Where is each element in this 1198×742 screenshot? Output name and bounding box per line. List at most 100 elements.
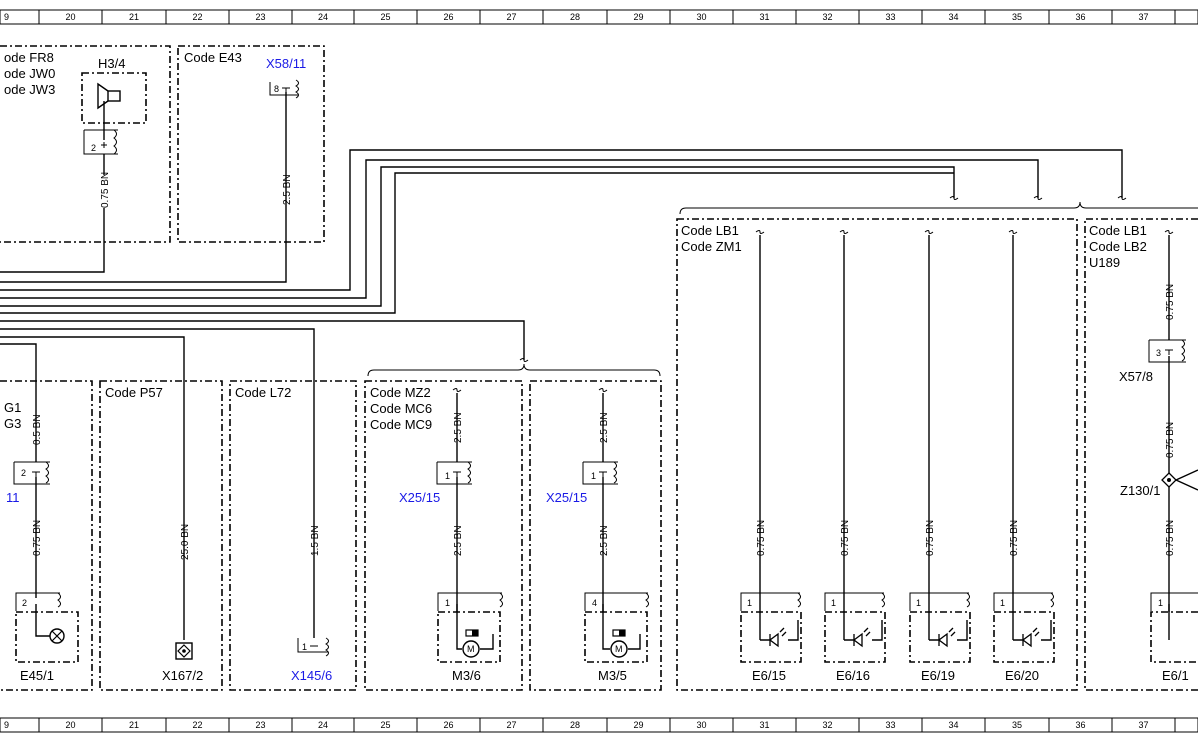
block-h34-frame (0, 45, 171, 243)
m36-top-wire-label: 2.5 BN (453, 412, 464, 443)
grid-column-label: 36 (1076, 12, 1086, 22)
e6-19-connector-icon (909, 592, 970, 611)
e6-19-wire-break (924, 230, 934, 234)
z130-1-splice-icon (1161, 469, 1198, 491)
code-jw0: ode JW0 (4, 66, 55, 81)
m35-connector-icon: 4 (584, 592, 649, 611)
grid-column-label: 33 (886, 12, 896, 22)
e6-16-wire-break (839, 230, 849, 234)
grid-column-label: 26 (444, 12, 454, 22)
x145-6-label: X145/6 (291, 668, 332, 683)
left-top-wire-label: 0.5 BN (32, 414, 43, 445)
e6-19-led-icon (937, 627, 956, 648)
grid-column-label: 30 (697, 12, 707, 22)
x57-8-label: X57/8 (1119, 369, 1153, 384)
grid-column-label: 28 (570, 720, 580, 730)
x58-wire-label: 2.5 BN (282, 174, 293, 205)
wire-break-marks (519, 196, 1127, 362)
h34-component-frame (81, 72, 147, 124)
block-e43-frame (177, 45, 325, 243)
e6-15-pin: 1 (747, 598, 752, 608)
code-u189: U189 (1089, 255, 1120, 270)
x58-11-label: X58/11 (266, 56, 306, 71)
e45-connector-icon: 2 (15, 592, 61, 611)
x58-pin: 8 (274, 84, 279, 94)
z130-1-label: Z130/1 (1120, 483, 1160, 498)
e6p-pin: 1 (1158, 598, 1163, 608)
speaker-icon (97, 82, 121, 110)
code-jw3: ode JW3 (4, 82, 55, 97)
block-m35-frame (529, 380, 662, 691)
e6-16-internal-wire (843, 604, 883, 641)
grid-column-label: 26 (444, 720, 454, 730)
h34-label: H3/4 (98, 56, 125, 71)
bus-wires (0, 149, 1123, 640)
left-conn-pin: 2 (21, 468, 26, 478)
grid-column-label: 37 (1139, 720, 1149, 730)
e6-20-connector-icon (993, 592, 1054, 611)
grid-column-label: 31 (760, 720, 770, 730)
x167-ground-icon (175, 642, 193, 660)
grid-column-label: 24 (318, 12, 328, 22)
grid-column-label: 28 (570, 12, 580, 22)
m35-pin: 4 (592, 598, 597, 608)
e6-19-pin: 1 (916, 598, 921, 608)
x25-15a-label: X25/15 (399, 490, 440, 505)
e6-16-label: E6/16 (836, 668, 870, 683)
grid-column-label: 21 (129, 12, 139, 22)
block-l72-frame (229, 380, 357, 691)
grid-column-label: 29 (634, 720, 644, 730)
grid-column-label: 34 (949, 720, 959, 730)
e6-20-wire-break (1008, 230, 1018, 234)
code-p57: Code P57 (105, 385, 163, 400)
e6-20-led-icon (1021, 627, 1040, 648)
e6-15-wire-label: 0.75 BN (756, 520, 767, 556)
code-zm1: Code ZM1 (681, 239, 742, 254)
e45-1-label: E45/1 (20, 668, 54, 683)
code-mz2: Code MZ2 (370, 385, 431, 400)
left-connector-icon: 2 (13, 461, 50, 485)
e45-pin: 2 (22, 598, 27, 608)
grid-column-label: 36 (1076, 720, 1086, 730)
e6-15-wire-break (755, 230, 765, 234)
h34-wire-label: 0.75 BN (100, 172, 111, 208)
grid-column-label: 24 (318, 720, 328, 730)
m36-connector-icon: 1 (437, 592, 503, 611)
e6-16-pin: 1 (831, 598, 836, 608)
grid-column-label: 37 (1139, 12, 1149, 22)
m35-bot-wire-label: 2.5 BN (599, 525, 610, 556)
e6-20-label: E6/20 (1005, 668, 1039, 683)
e45-component-frame (15, 611, 79, 663)
grid-column-label: 9 (4, 720, 9, 730)
code-mc6: Code MC6 (370, 401, 432, 416)
x58-connector-icon: 8 (269, 79, 299, 99)
x25-15a-connector-icon: 1 (436, 461, 472, 485)
grid-column-label: 32 (823, 720, 833, 730)
m36-bot-wire-label: 2.5 BN (453, 525, 464, 556)
m3-5-label: M3/5 (598, 668, 627, 683)
e6-19-label: E6/19 (921, 668, 955, 683)
m36-component-frame (437, 611, 501, 663)
code-lb1-b: Code LB1 (1089, 223, 1147, 238)
m36-pin: 1 (445, 598, 450, 608)
e6-20-wire-label: 0.75 BN (1009, 520, 1020, 556)
lb-top-wire-label: 0.75 BN (1165, 284, 1176, 320)
e6-19-component-frame (909, 611, 971, 663)
m36-top-break (452, 388, 462, 392)
motor-icon-m36: M (462, 629, 480, 658)
code-fr8: ode FR8 (4, 50, 54, 65)
brace-lb (679, 201, 1198, 215)
grid-column-label: 25 (381, 12, 391, 22)
grid-column-label: 20 (66, 12, 76, 22)
left-connector-label-partial: 11 (6, 490, 20, 505)
grid-column-label: 25 (381, 720, 391, 730)
grid-column-label: 29 (634, 12, 644, 22)
l72-wire-label: 1.5 BN (310, 525, 321, 556)
e6-15-led-icon (768, 627, 787, 648)
e6-15-connector-icon (740, 592, 801, 611)
